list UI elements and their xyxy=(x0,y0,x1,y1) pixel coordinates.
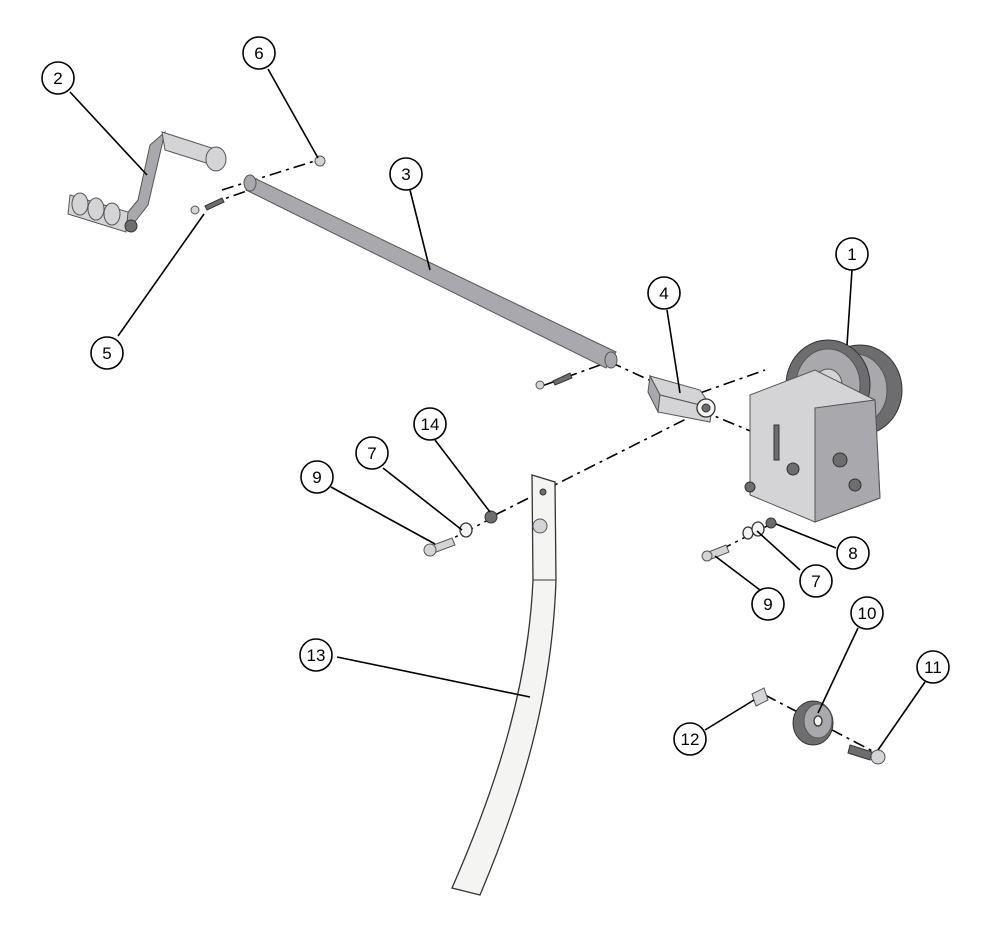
curved-strap xyxy=(451,474,557,896)
strap-fasteners xyxy=(423,510,498,557)
winch-assembly xyxy=(744,339,903,523)
callout-2: 2 xyxy=(41,61,75,95)
svg-text:9: 9 xyxy=(763,595,772,614)
svg-text:14: 14 xyxy=(421,415,440,434)
svg-text:5: 5 xyxy=(102,344,111,363)
svg-text:3: 3 xyxy=(401,165,410,184)
callout-11: 11 xyxy=(916,650,950,684)
winch-fasteners xyxy=(701,517,777,562)
callout-4: 4 xyxy=(647,276,681,310)
svg-text:1: 1 xyxy=(847,245,856,264)
callout-8: 8 xyxy=(836,536,870,570)
callout-9-right: 9 xyxy=(751,587,785,621)
svg-text:10: 10 xyxy=(858,604,877,623)
callout-12: 12 xyxy=(673,722,707,756)
callout-13: 13 xyxy=(299,638,333,672)
callout-9-left: 9 xyxy=(300,460,334,494)
svg-text:7: 7 xyxy=(811,572,820,591)
svg-text:11: 11 xyxy=(924,658,942,677)
callout-balloons: 1 2 3 4 5 6 7 7 xyxy=(41,36,950,756)
callout-7-left: 7 xyxy=(355,436,389,470)
roller-assembly xyxy=(751,687,886,765)
callout-10: 10 xyxy=(850,596,884,630)
svg-text:2: 2 xyxy=(53,69,62,88)
svg-text:8: 8 xyxy=(848,544,857,563)
svg-text:7: 7 xyxy=(367,444,376,463)
svg-text:9: 9 xyxy=(312,468,321,487)
small-fasteners xyxy=(190,155,573,390)
leader-lines xyxy=(69,68,926,751)
callout-3: 3 xyxy=(389,157,423,191)
svg-text:12: 12 xyxy=(681,730,700,749)
svg-text:4: 4 xyxy=(659,284,668,303)
svg-text:6: 6 xyxy=(254,44,263,63)
crank-handle xyxy=(67,130,227,233)
svg-text:13: 13 xyxy=(307,646,326,665)
callout-6: 6 xyxy=(242,36,276,70)
callout-14: 14 xyxy=(413,407,447,441)
callout-7-right: 7 xyxy=(799,564,833,598)
callout-1: 1 xyxy=(835,237,869,271)
callout-5: 5 xyxy=(90,336,124,370)
shaft-coupler xyxy=(647,374,716,423)
drive-shaft xyxy=(243,174,618,369)
